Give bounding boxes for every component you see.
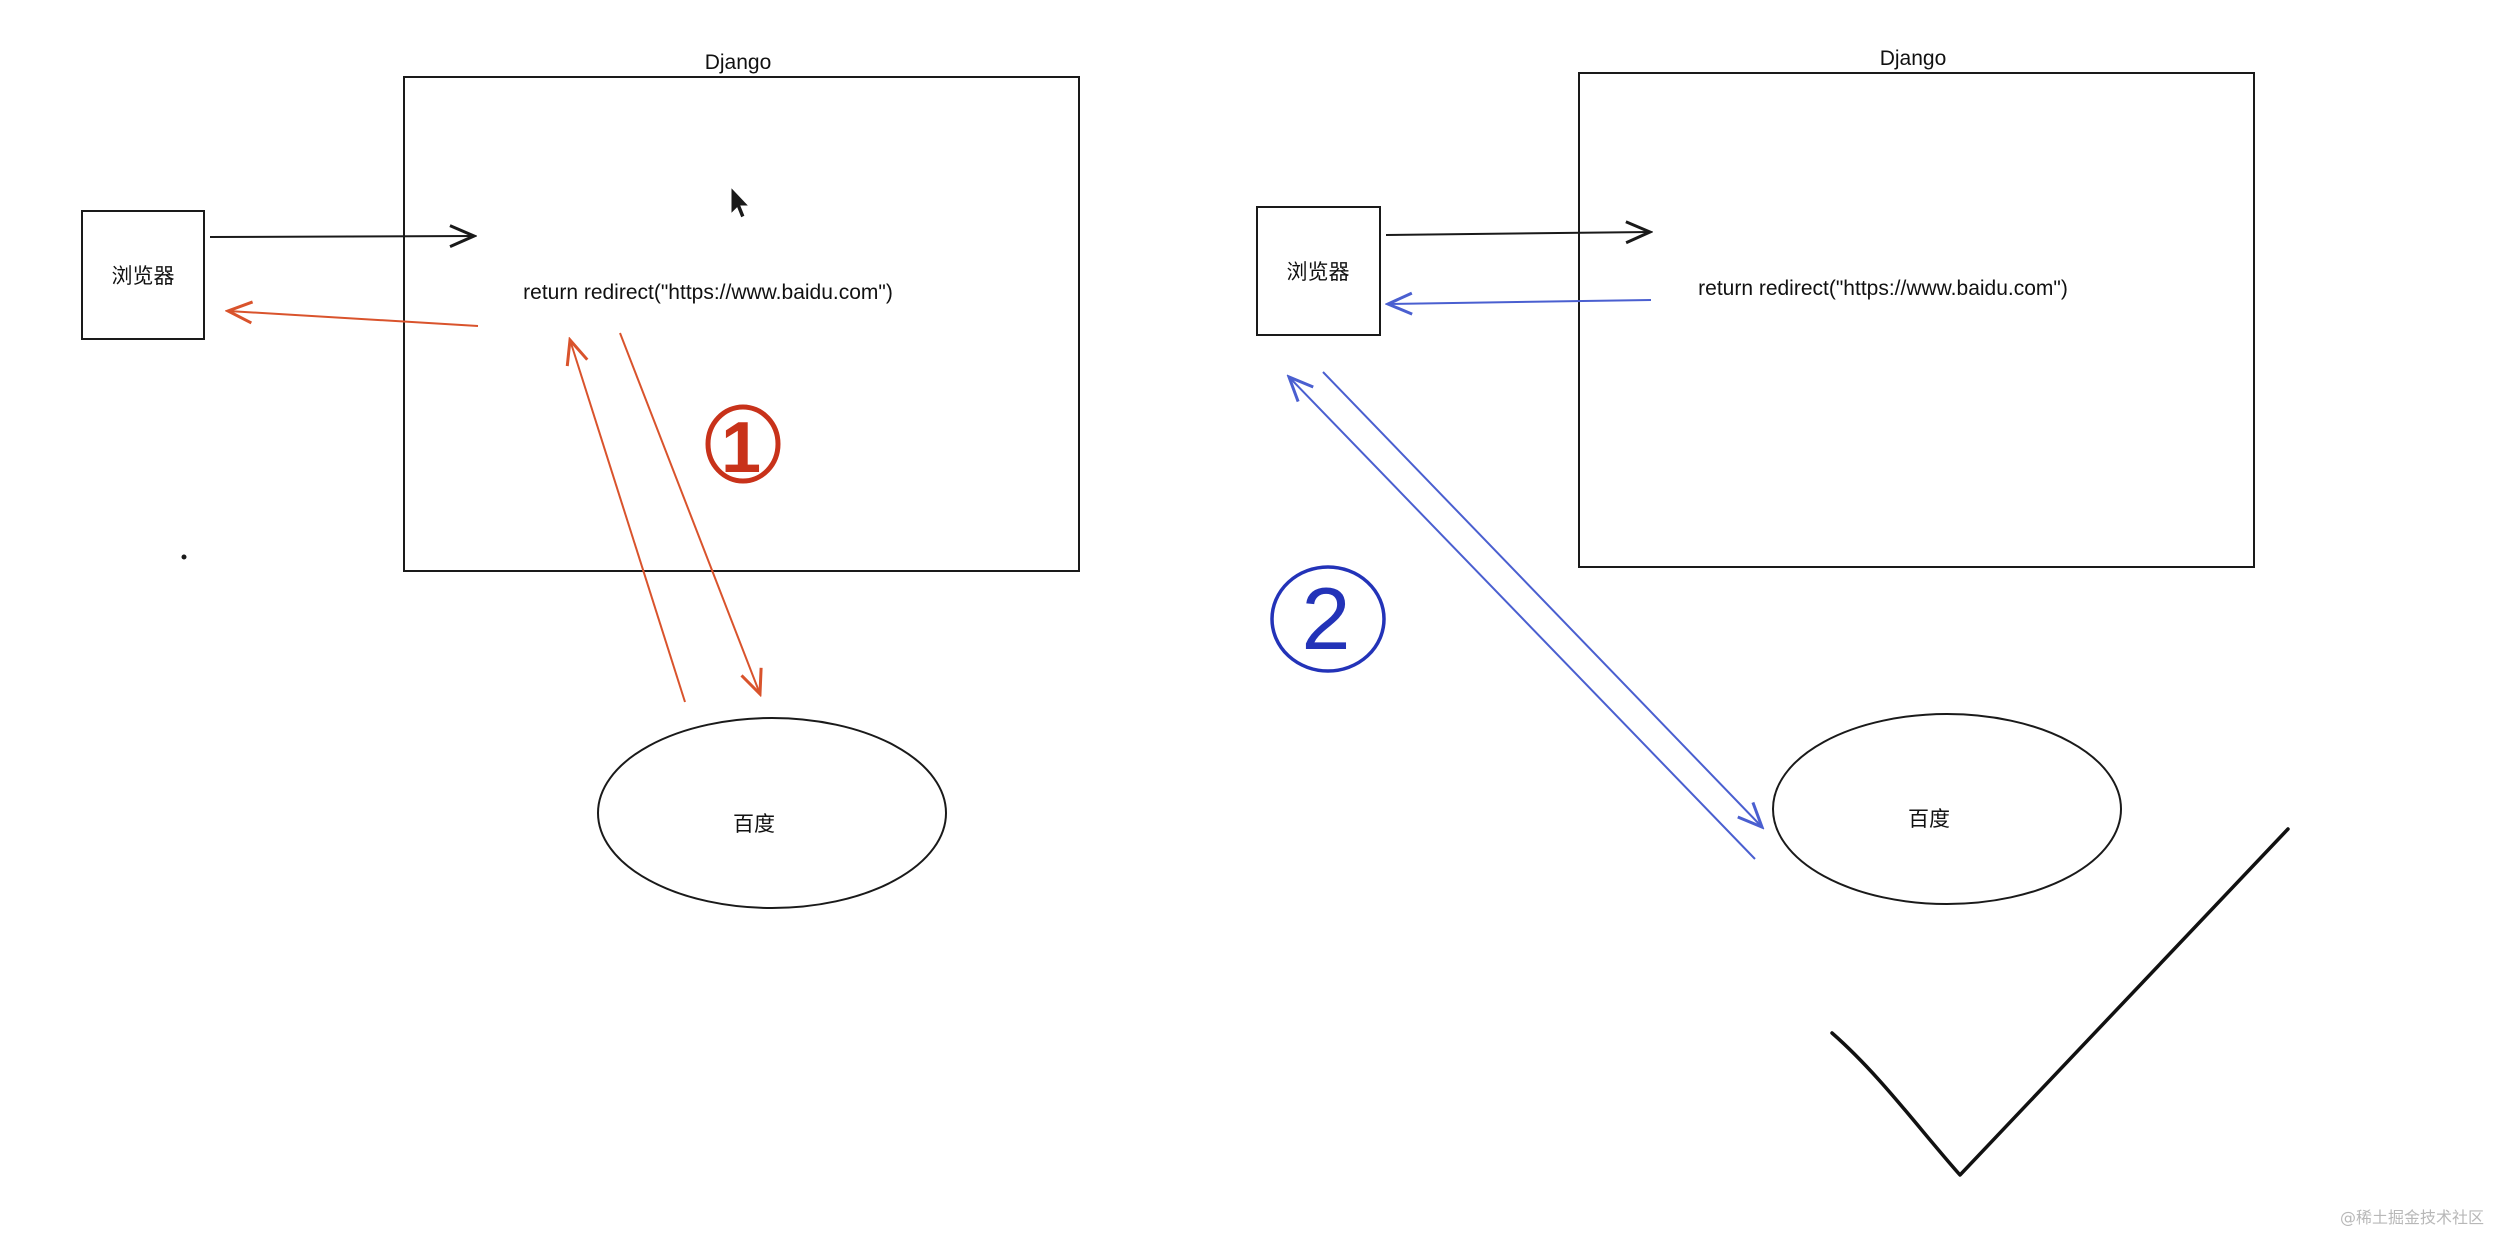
step-2-marker: 2 — [1270, 565, 1386, 673]
left-code-text: return redirect("https://www.baidu.com") — [523, 281, 893, 304]
right-browser-label: 浏览器 — [1287, 261, 1350, 284]
step-1-number: 1 — [721, 408, 761, 488]
left-django-title: Django — [705, 51, 772, 74]
right-browser-box — [1256, 206, 1381, 336]
right-request-arrow — [1385, 232, 1650, 235]
right-browser-to-baidu-arrow — [1322, 371, 1762, 827]
checkmark-icon — [1830, 827, 2290, 1177]
right-baidu-ellipse — [1772, 713, 2122, 905]
left-baidu-to-server-arrow — [570, 340, 686, 703]
stray-dot — [181, 554, 187, 560]
step-2-number: 2 — [1302, 569, 1351, 668]
watermark: @稀土掘金技术社区 — [2339, 1208, 2484, 1227]
right-redirect-response-arrow — [1388, 300, 1652, 304]
left-baidu-ellipse — [597, 717, 947, 909]
step-1-circle — [705, 404, 781, 484]
right-baidu-label: 百度 — [1908, 808, 1950, 831]
right-django-box — [1578, 72, 2255, 568]
left-django-box — [403, 76, 1080, 572]
step-2-circle — [1270, 565, 1386, 673]
left-request-arrow — [209, 236, 474, 237]
right-django-title: Django — [1880, 47, 1947, 70]
left-server-to-baidu-arrow — [619, 332, 760, 694]
right-diagram: Django 浏览器 return redirect("https://www.… — [1256, 47, 2290, 1177]
right-code-text: return redirect("https://www.baidu.com") — [1698, 277, 2068, 300]
left-redirect-response-arrow — [228, 311, 479, 327]
left-browser-box — [81, 210, 205, 340]
right-baidu-to-browser-arrow — [1289, 377, 1756, 860]
mouse-cursor-icon — [730, 185, 751, 219]
left-baidu-label: 百度 — [733, 813, 775, 836]
left-diagram: Django 浏览器 return redirect("https://www.… — [81, 51, 1080, 909]
left-browser-label: 浏览器 — [112, 265, 175, 288]
step-1-marker: 1 — [705, 404, 781, 488]
